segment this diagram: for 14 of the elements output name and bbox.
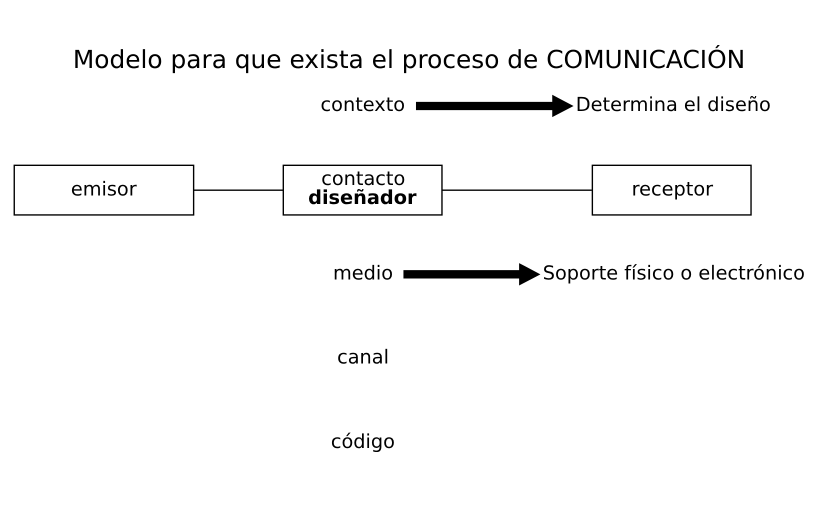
connector <box>442 189 592 191</box>
node-text: medio <box>332 261 394 284</box>
node-text: Soporte físico o electrónico <box>542 261 805 284</box>
arrow <box>403 263 540 286</box>
label: código <box>330 430 395 453</box>
arrow <box>416 94 574 118</box>
diagram-title: Modelo para que exista el proceso de COMUNICACIÓN <box>72 44 746 74</box>
node-box: contacto diseñador <box>282 164 443 216</box>
connector <box>194 189 284 191</box>
node-box: receptor <box>592 164 752 216</box>
label: canal <box>337 346 389 369</box>
node-text: Determina el diseño <box>576 93 771 116</box>
node-text: contexto <box>320 93 406 116</box>
node-box: emisor <box>14 164 194 216</box>
